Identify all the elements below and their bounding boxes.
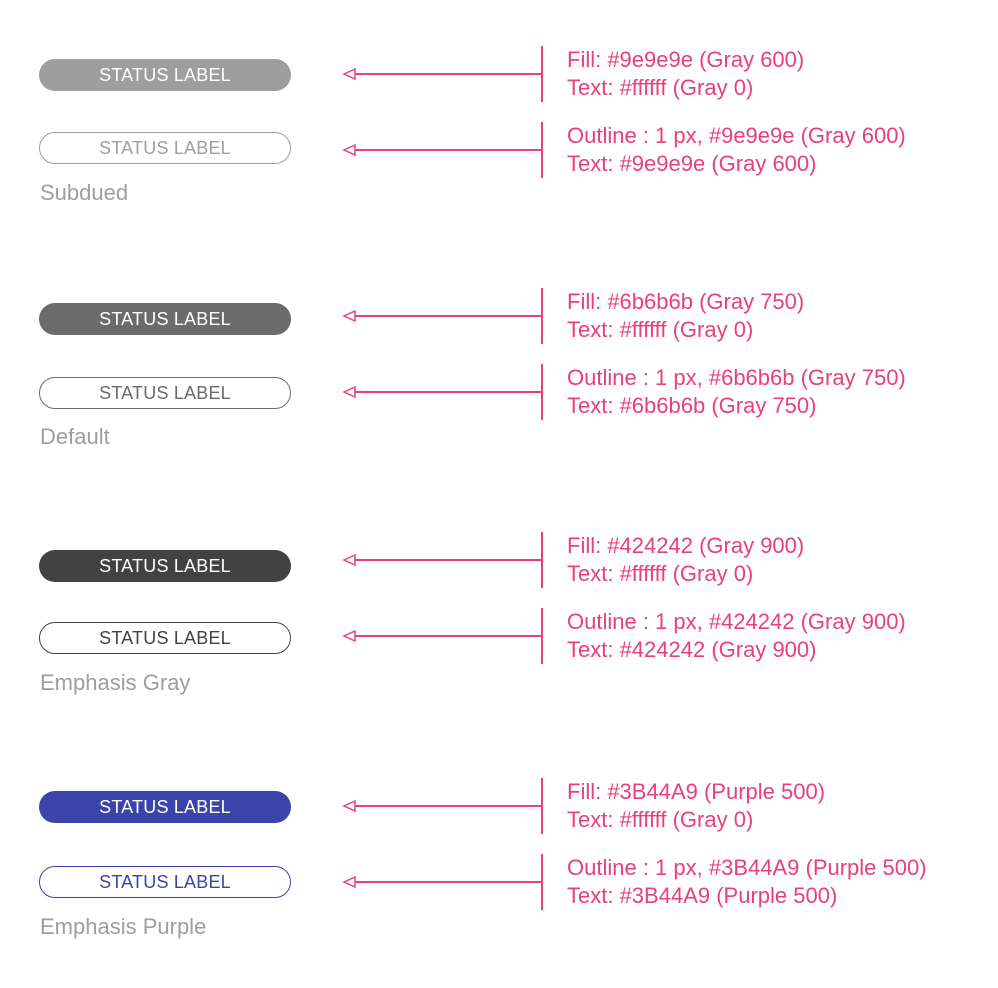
group-title-emphasis-gray: Emphasis Gray	[40, 670, 191, 695]
arrowhead-icon	[342, 553, 356, 567]
status-pill-emphasis-purple-outline: STATUS LABEL	[39, 866, 291, 898]
arrowhead-icon	[342, 143, 356, 157]
annotation-arrow	[342, 364, 543, 420]
status-pill-emphasis-gray-filled: STATUS LABEL	[39, 550, 291, 582]
annotation-outline-line: Outline : 1 px, #9e9e9e (Gray 600)	[567, 123, 906, 148]
annotation-emphasis-purple-outline: Outline : 1 px, #3B44A9 (Purple 500) Tex…	[340, 854, 980, 910]
annotation-text-line: Text: #ffffff (Gray 0)	[567, 561, 754, 586]
annotation-outline-line: Outline : 1 px, #3B44A9 (Purple 500)	[567, 855, 927, 880]
arrowhead-icon	[342, 385, 356, 399]
annotation-arrow	[342, 778, 543, 834]
annotation-fill-line: Fill: #3B44A9 (Purple 500)	[567, 779, 826, 804]
annotation-subdued-outline: Outline : 1 px, #9e9e9e (Gray 600) Text:…	[340, 122, 980, 178]
arrowhead-icon	[342, 629, 356, 643]
annotation-arrow	[342, 532, 543, 588]
annotation-fill-line: Fill: #424242 (Gray 900)	[567, 533, 805, 558]
annotation-arrow	[342, 854, 543, 910]
annotation-outline-line: Outline : 1 px, #6b6b6b (Gray 750)	[567, 365, 906, 390]
annotation-emphasis-gray-outline: Outline : 1 px, #424242 (Gray 900) Text:…	[340, 608, 980, 664]
status-pill-default-filled: STATUS LABEL	[39, 303, 291, 335]
annotation-default-outline: Outline : 1 px, #6b6b6b (Gray 750) Text:…	[340, 364, 980, 420]
status-pill-default-outline: STATUS LABEL	[39, 377, 291, 409]
arrowhead-icon	[342, 309, 356, 323]
annotation-text-line: Text: #6b6b6b (Gray 750)	[567, 393, 817, 418]
status-pill-emphasis-purple-filled: STATUS LABEL	[39, 791, 291, 823]
arrowhead-icon	[342, 799, 356, 813]
group-title-subdued: Subdued	[40, 180, 129, 205]
annotation-arrow	[342, 608, 543, 664]
annotation-text-line: Text: #ffffff (Gray 0)	[567, 807, 754, 832]
status-pill-subdued-filled: STATUS LABEL	[39, 59, 291, 91]
annotation-emphasis-purple-filled: Fill: #3B44A9 (Purple 500) Text: #ffffff…	[340, 778, 980, 834]
annotation-text-line: Text: #ffffff (Gray 0)	[567, 75, 754, 100]
annotation-arrow	[342, 46, 543, 102]
annotation-fill-line: Fill: #6b6b6b (Gray 750)	[567, 289, 805, 314]
annotation-text-line: Text: #9e9e9e (Gray 600)	[567, 151, 817, 176]
group-title-emphasis-purple: Emphasis Purple	[40, 914, 207, 939]
annotation-default-filled: Fill: #6b6b6b (Gray 750) Text: #ffffff (…	[340, 288, 980, 344]
arrowhead-icon	[342, 875, 356, 889]
annotation-text-line: Text: #3B44A9 (Purple 500)	[567, 883, 838, 908]
arrowhead-icon	[342, 67, 356, 81]
status-pill-emphasis-gray-outline: STATUS LABEL	[39, 622, 291, 654]
annotation-fill-line: Fill: #9e9e9e (Gray 600)	[567, 47, 805, 72]
group-title-default: Default	[40, 424, 110, 449]
annotation-subdued-filled: Fill: #9e9e9e (Gray 600) Text: #ffffff (…	[340, 46, 980, 102]
annotation-arrow	[342, 122, 543, 178]
annotation-emphasis-gray-filled: Fill: #424242 (Gray 900) Text: #ffffff (…	[340, 532, 980, 588]
annotation-text-line: Text: #424242 (Gray 900)	[567, 637, 817, 662]
annotation-outline-line: Outline : 1 px, #424242 (Gray 900)	[567, 609, 906, 634]
annotation-text-line: Text: #ffffff (Gray 0)	[567, 317, 754, 342]
status-pill-subdued-outline: STATUS LABEL	[39, 132, 291, 164]
annotation-arrow	[342, 288, 543, 344]
